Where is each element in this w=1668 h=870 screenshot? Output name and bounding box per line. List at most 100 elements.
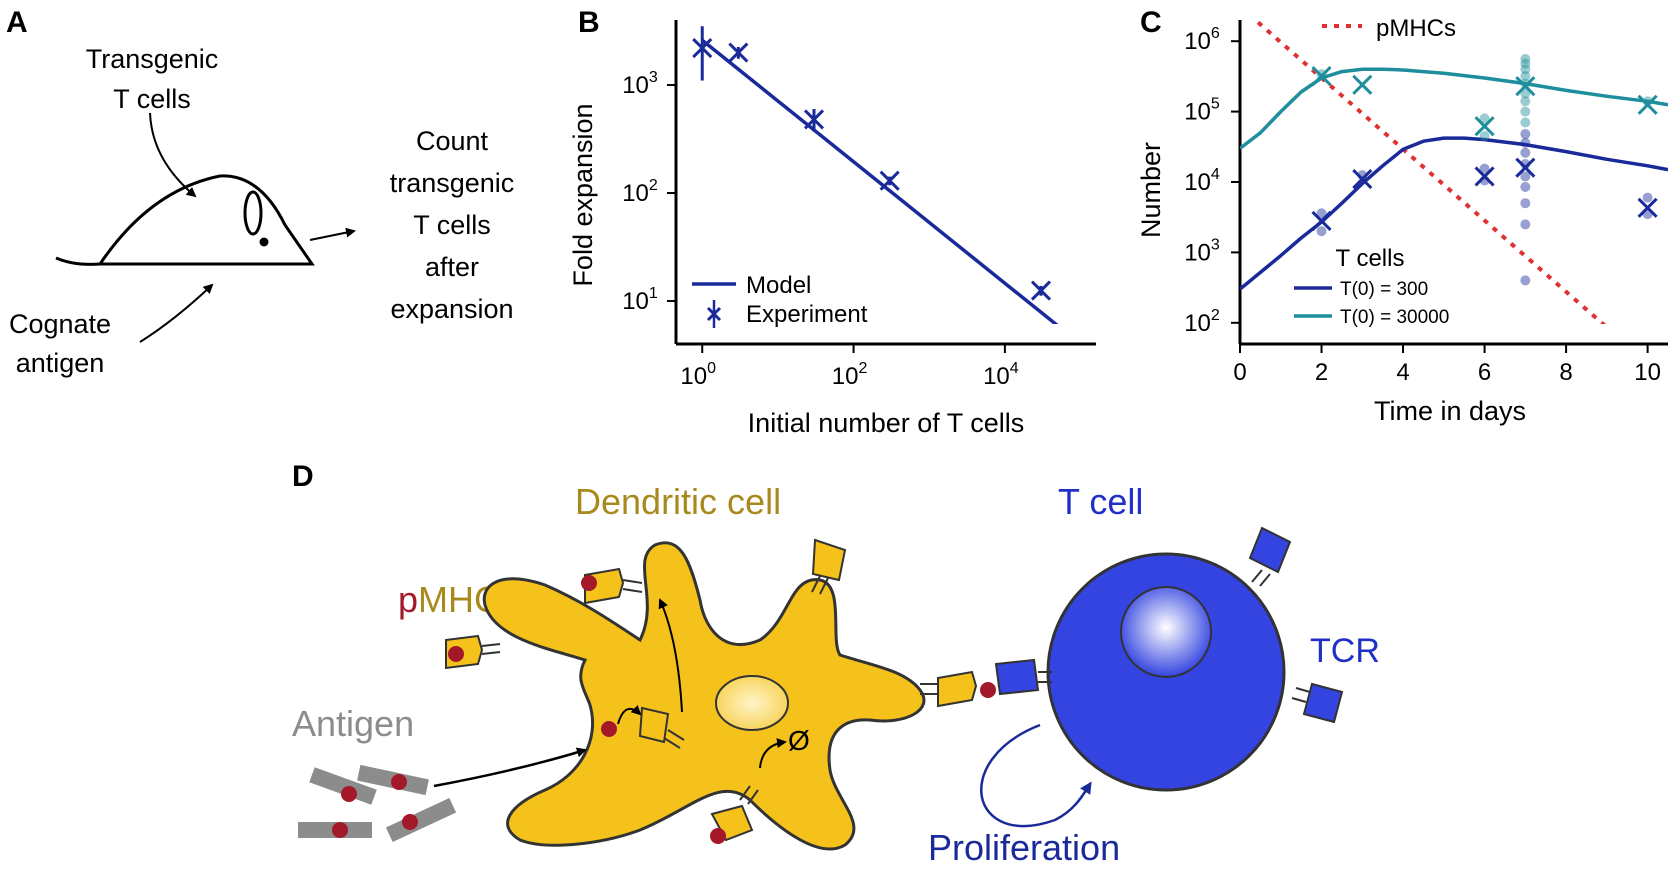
chart-c-series-t30000-dot [1520, 88, 1531, 99]
chart-c-pmhc-line [1252, 20, 1607, 324]
dendritic-cell-label: Dendritic cell [575, 481, 781, 522]
panel-d: D Dendritic cell T cell TCR Proliferatio… [292, 460, 1380, 868]
chart-c-y-tick-label: 106 [1184, 25, 1220, 55]
chart-c-series-t30000-dot [1520, 106, 1531, 117]
chart-c-series-t300-dot [1520, 147, 1531, 158]
chart-c-series-t30000-dot [1479, 113, 1490, 124]
chart-c-series-t30000-dot [1520, 117, 1531, 128]
chart-b-experiment-point [1030, 280, 1052, 301]
cognate-arrow [139, 283, 214, 343]
chart-b-marks [692, 26, 1059, 324]
chart-c-y-ticks: 102 103 104 105 106 [1184, 25, 1240, 337]
degradation-symbol: Ø [788, 725, 810, 756]
cognate-label-line1: Cognate [9, 309, 111, 339]
chart-c-x-tick-label: 6 [1478, 359, 1491, 386]
tcr-label: TCR [1310, 632, 1380, 670]
chart-c-series-t300-dot [1520, 181, 1531, 192]
chart-c-series-t300-cross [1311, 210, 1332, 231]
t-cell-label: T cell [1058, 481, 1143, 522]
chart-c-y-tick-label: 104 [1184, 166, 1220, 196]
count-label-line3: T cells [413, 210, 491, 240]
chart-c-x-tick-label: 10 [1634, 359, 1661, 386]
chart-c-y-tick-label: 102 [1184, 307, 1220, 337]
chart-c-series-t300-dot [1520, 129, 1531, 140]
panel-c-letter: C [1140, 6, 1162, 39]
chart-c-series-t300-dot [1520, 275, 1531, 286]
chart-b-x-ticks: 100 102 104 [680, 344, 1019, 390]
chart-c-series-t30000-dot [1520, 96, 1531, 107]
chart-b-legend-experiment-swatch [706, 306, 722, 322]
t-cell-nucleus [1120, 586, 1212, 678]
chart-b-x-tick-label: 102 [832, 360, 868, 390]
chart-c-series-t300-dot [1520, 171, 1531, 182]
chart-c-series-t300-dot [1520, 198, 1531, 209]
antigen-uptake-arrow [433, 747, 587, 788]
chart-c-marks [1240, 20, 1668, 324]
chart-c-x-tick-label: 0 [1233, 359, 1246, 386]
cognate-label-line2: antigen [16, 348, 105, 378]
count-label-line5: expansion [390, 294, 513, 324]
chart-c-series-t300-dot [1316, 208, 1327, 219]
loading-arrow [617, 704, 642, 725]
chart-c-series-t300-cross [1474, 166, 1495, 187]
chart-b-legend-experiment-label: Experiment [746, 301, 868, 328]
chart-b-y-tick-label: 103 [622, 69, 658, 99]
degradation-arrow [759, 738, 787, 769]
chart-c-y-tick-label: 105 [1184, 96, 1220, 126]
chart-c-x-label: Time in days [1374, 396, 1526, 426]
chart-b-experiment-point [692, 37, 713, 59]
chart-c-series-t300-dot [1479, 163, 1490, 174]
chart-b-y-tick-label: 101 [622, 285, 658, 315]
proliferation-arrow [980, 723, 1092, 828]
chart-b-x-tick-label: 100 [680, 360, 716, 390]
count-label-line1: Count [416, 126, 489, 156]
dendritic-nucleus [715, 675, 789, 731]
chart-c-series-t30000-dot [1520, 71, 1531, 82]
chart-c-series-t30000-dot [1520, 58, 1531, 69]
chart-c-series-t30000-dot [1520, 64, 1531, 75]
transgenic-arrow [149, 112, 197, 198]
chart-b-model-line [701, 38, 1059, 324]
chart-b-y-ticks: 101 102 103 [622, 69, 676, 315]
chart-b-experiment-point [803, 109, 825, 130]
panel-a: A Transgenic T cells Cognate antigen Cou… [6, 6, 514, 378]
mouse-icon [55, 174, 315, 266]
chart-c-series-t30000-curve [1240, 67, 1668, 150]
chart-c-x-tick-label: 8 [1559, 359, 1572, 386]
transgenic-label-line2: T cells [113, 84, 191, 114]
chart-c-series-t30000-dot [1520, 53, 1531, 64]
count-label-line4: after [425, 252, 479, 282]
dendritic-cell-body [482, 541, 926, 851]
chart-b-legend-model-label: Model [746, 272, 811, 299]
presentation-arrow [658, 598, 683, 713]
chart-c-series-t30000-cross [1352, 74, 1373, 95]
chart-c-series-t300-dot [1520, 219, 1531, 230]
chart-c-series-t300-cross [1352, 169, 1373, 190]
chart-b-experiment-point [879, 170, 900, 191]
chart-c-series-t30000-cross [1637, 94, 1658, 115]
tcr-receptors [994, 526, 1344, 724]
chart-b-x-tick-label: 104 [983, 360, 1019, 390]
chart-b-y-label: Fold expansion [568, 103, 598, 286]
chart-c-series-t30000-cross [1515, 76, 1536, 97]
antigen-rods [298, 764, 457, 843]
chart-c-y-tick-label: 103 [1184, 236, 1220, 266]
chart-c-series-t30000-cross [1474, 116, 1495, 137]
panel-a-letter: A [6, 6, 28, 39]
chart-b-x-label: Initial number of T cells [748, 408, 1025, 438]
chart-c-series-t300-cross [1515, 157, 1536, 178]
chart-c-legend-label: T(0) = 30000 [1340, 307, 1449, 328]
transgenic-label-line1: Transgenic [86, 44, 219, 74]
chart-c-legend-pmhc-label: pMHCs [1376, 15, 1456, 42]
antigen-label: Antigen [292, 703, 414, 744]
chart-c-series-t300-curve [1240, 136, 1668, 291]
chart-b-y-tick-label: 102 [622, 177, 658, 207]
